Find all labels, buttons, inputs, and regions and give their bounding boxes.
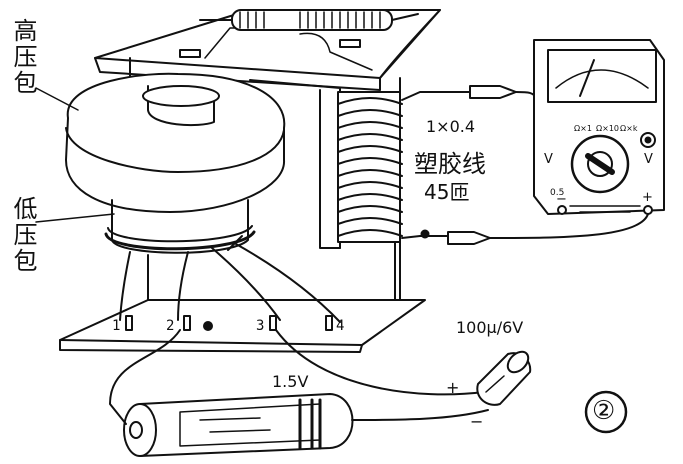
circuit-wires xyxy=(109,329,489,425)
lv-coil-label: 低压包 xyxy=(9,196,37,274)
terminal-2-label: 2 xyxy=(166,318,175,334)
meter-range-b: Ω×10 xyxy=(596,124,619,133)
label-pointers xyxy=(35,87,115,223)
terminal-4-label: 4 xyxy=(336,318,345,334)
winding-spec-label: 1×0.4 xyxy=(426,117,476,136)
meter-jack-minus: − xyxy=(556,192,567,207)
hv-coil xyxy=(65,72,286,213)
base-board xyxy=(59,299,426,353)
turns-label: 45匝 xyxy=(424,180,470,204)
lv-coil xyxy=(104,199,256,254)
meter-jack-plus: + xyxy=(642,190,653,205)
resistor xyxy=(199,9,419,31)
battery-voltage-label: 1.5V xyxy=(272,372,309,391)
terminal-3-label: 3 xyxy=(256,318,265,334)
probe-leads xyxy=(401,85,649,245)
meter-range-c: Ω×k xyxy=(620,124,638,133)
multimeter xyxy=(533,39,665,215)
meter-range-d: 0.5 xyxy=(550,188,565,198)
battery xyxy=(123,393,354,457)
meter-range-a: Ω×1 xyxy=(574,124,592,133)
winding-45-turns xyxy=(337,91,403,243)
terminal-1-label: 1 xyxy=(112,318,121,334)
capacitor xyxy=(476,350,532,406)
capacitor-minus-label: − xyxy=(470,412,484,431)
figure-number: ② xyxy=(592,396,616,426)
meter-left-v: V xyxy=(544,152,553,167)
meter-right-v: V xyxy=(644,152,653,167)
terminal-posts xyxy=(125,315,333,331)
figure-number-circle xyxy=(584,390,628,434)
capacitor-value-label: 100μ/6V xyxy=(456,318,524,337)
coil-leads xyxy=(119,235,341,323)
capacitor-plus-label: + xyxy=(446,378,460,397)
wire-type-label: 塑胶线 xyxy=(414,150,486,178)
hv-coil-label: 高压包 xyxy=(9,18,37,96)
